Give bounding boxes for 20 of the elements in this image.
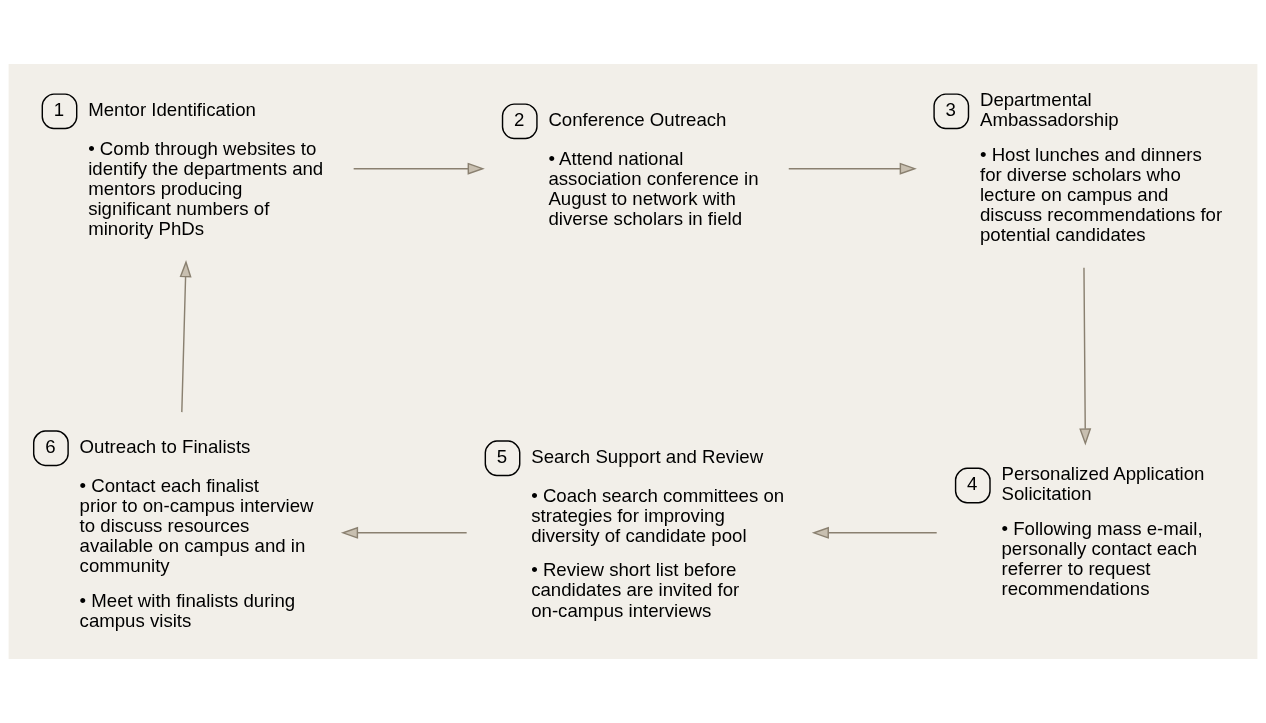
- node-label: • Contact each finalist prior to on-campus interview to discuss resources available on campus and in community: [79, 474, 314, 577]
- arrow: [340, 526, 468, 539]
- arrow: [1079, 267, 1092, 446]
- node-label: Personalized Application Solicitation: [1001, 463, 1205, 505]
- node-label: Departmental Ambassadorship: [979, 89, 1119, 131]
- node-label: • Review short list before candidates are invited for on-campus interviews: [531, 559, 740, 621]
- node-label: Conference Outreach: [548, 109, 727, 131]
- arrow: [352, 162, 485, 175]
- node-label: • Coach search committees on strategies for improving diversity of candidate pool: [531, 484, 785, 547]
- arrow: [811, 526, 938, 539]
- arrow: [179, 260, 192, 413]
- node-label: Mentor Identification: [88, 99, 256, 121]
- node-label: • Meet with finalists during campus visits: [79, 589, 296, 631]
- node-label: • Attend national association conference in August to network with diverse scholars in field: [548, 147, 759, 230]
- node-label: Outreach to Finalists: [79, 436, 251, 458]
- arrow: [788, 162, 917, 175]
- node-label: Search Support and Review: [531, 446, 764, 468]
- node-label: • Following mass e-mail, personally contact each referrer to request recommendations: [1001, 517, 1203, 600]
- node-label: • Comb through websites to identify the departments and mentors producing significant numbers of minority PhDs: [88, 137, 324, 240]
- node-label: • Host lunches and dinners for diverse scholars who lecture on campus and discuss recommendations for potential candidates: [979, 143, 1223, 245]
